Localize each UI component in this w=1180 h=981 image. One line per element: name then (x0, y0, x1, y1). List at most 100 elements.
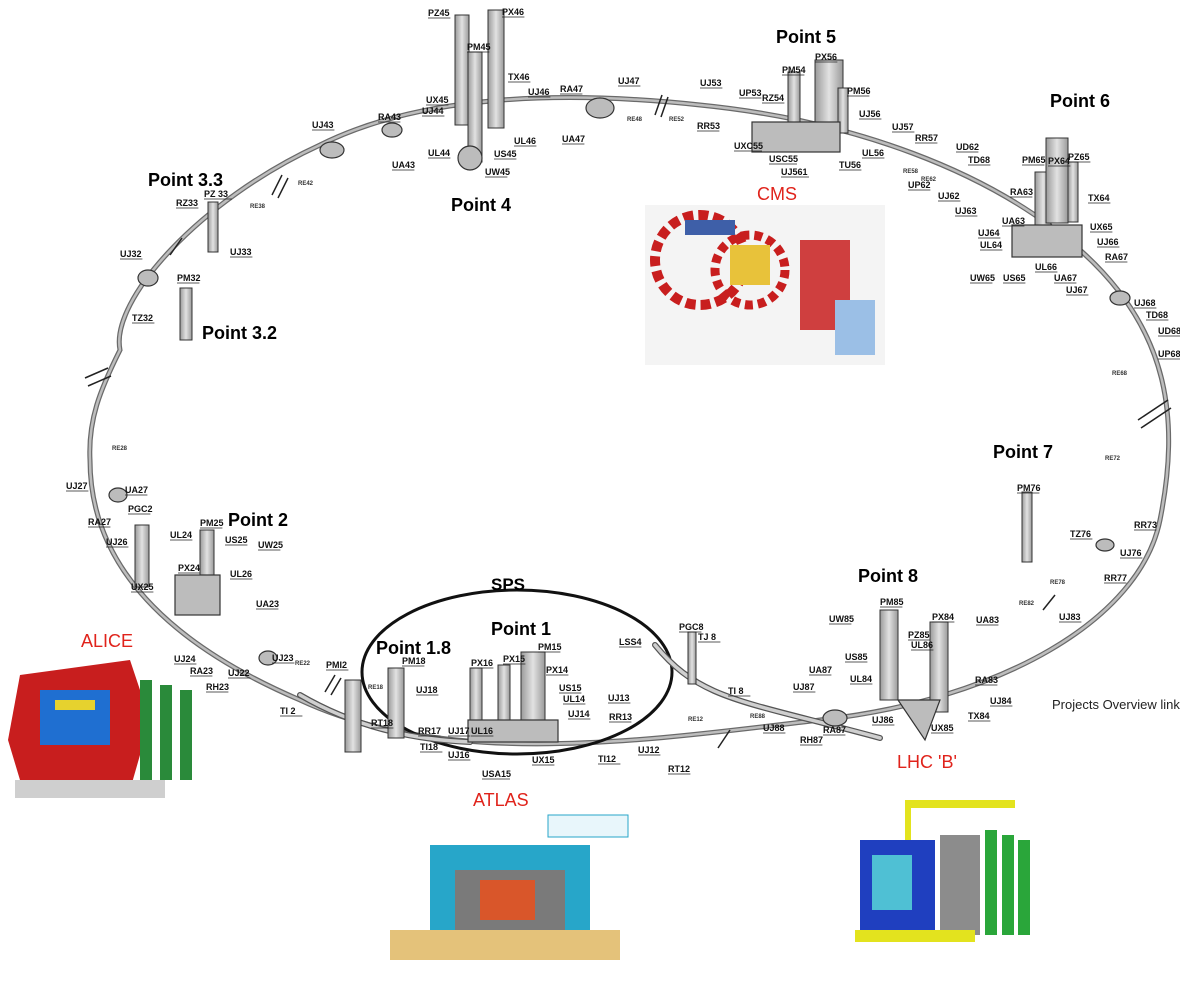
component-label-re78: RE78 (1050, 580, 1066, 586)
component-label-uj67: UJ67 (1066, 285, 1088, 295)
component-label-ul24: UL24 (170, 530, 192, 540)
point-3-2-label: Point 3.2 (202, 323, 277, 343)
component-label-uw65: UW65 (970, 273, 995, 283)
component-label-tj-8: TJ 8 (698, 632, 716, 642)
component-label-ua43: UA43 (392, 160, 415, 170)
component-label-ul64: UL64 (980, 240, 1002, 250)
component-label-re88: RE88 (750, 714, 766, 720)
point-4-label: Point 4 (451, 195, 511, 215)
projects-overview-link[interactable]: Projects Overview link (1052, 697, 1180, 712)
component-label-rz33: RZ33 (176, 198, 198, 208)
component-label-rr17: RR17 (418, 726, 441, 736)
component-label-uj561: UJ561 (781, 167, 808, 177)
component-label-uj26: UJ26 (106, 537, 128, 547)
component-label-px46: PX46 (502, 7, 524, 17)
component-label-uj84: UJ84 (990, 696, 1012, 706)
component-label-re58: RE58 (903, 169, 919, 175)
component-label-uj22: UJ22 (228, 668, 250, 678)
component-label-re38: RE38 (250, 204, 266, 210)
component-label-uj32: UJ32 (120, 249, 142, 259)
component-label-ti-2: TI 2 (280, 706, 296, 716)
component-label-lss4: LSS4 (619, 637, 642, 647)
component-label-up53: UP53 (739, 88, 762, 98)
component-label-rr53: RR53 (697, 121, 720, 131)
component-label-ua27: UA27 (125, 485, 148, 495)
lhcb-label: LHC 'B' (897, 752, 957, 772)
component-label-ra87: RA87 (823, 725, 846, 735)
component-label-usa15: USA15 (482, 769, 511, 779)
component-label-pz65: PZ65 (1068, 152, 1090, 162)
lhcb-detector-image (855, 800, 1030, 942)
component-label-tx64: TX64 (1088, 193, 1110, 203)
component-label-px24: PX24 (178, 563, 200, 573)
component-label-rh87: RH87 (800, 735, 823, 745)
component-label-re18: RE18 (368, 685, 384, 691)
component-label-pm65: PM65 (1022, 155, 1046, 165)
component-label-px15: PX15 (503, 654, 525, 664)
shafts (135, 10, 1078, 752)
component-label-uj23: UJ23 (272, 653, 294, 663)
component-label-pm45: PM45 (467, 42, 491, 52)
component-label-re12: RE12 (688, 717, 704, 723)
component-label-pz45: PZ45 (428, 8, 450, 18)
component-label-pm85: PM85 (880, 597, 904, 607)
component-label-ux25: UX25 (131, 582, 154, 592)
component-label-us45: US45 (494, 149, 517, 159)
component-label-ra43: RA43 (378, 112, 401, 122)
component-label-us85: US85 (845, 652, 868, 662)
component-label-ua23: UA23 (256, 599, 279, 609)
component-label-px14: PX14 (546, 665, 568, 675)
component-label-us15: US15 (559, 683, 582, 693)
component-labels: PZ45PX46PM45TX46UX45UJ44UL44UA43RA43UJ43… (66, 7, 1180, 779)
atlas-label: ATLAS (473, 790, 529, 810)
component-label-rz54: RZ54 (762, 93, 784, 103)
component-label-re48: RE48 (627, 117, 643, 123)
component-label-rt12: RT12 (668, 764, 690, 774)
component-label-px64: PX64 (1048, 156, 1070, 166)
component-label-px16: PX16 (471, 658, 493, 668)
component-label-pgc8: PGC8 (679, 622, 704, 632)
component-label-uj68: UJ68 (1134, 298, 1156, 308)
component-label-uj64: UJ64 (978, 228, 1000, 238)
component-label-ra23: RA23 (190, 666, 213, 676)
component-label-pz85: PZ85 (908, 630, 930, 640)
component-label-uw85: UW85 (829, 614, 854, 624)
point-1-label: Point 1 (491, 619, 551, 639)
component-label-rr13: RR13 (609, 712, 632, 722)
component-label-uw25: UW25 (258, 540, 283, 550)
component-label-uj87: UJ87 (793, 682, 815, 692)
component-label-uj66: UJ66 (1097, 237, 1119, 247)
component-label-uj13: UJ13 (608, 693, 630, 703)
component-label-uj16: UJ16 (448, 750, 470, 760)
component-label-ua47: UA47 (562, 134, 585, 144)
component-label-tz76: TZ76 (1070, 529, 1091, 539)
component-label-re42: RE42 (298, 181, 314, 187)
component-label-tx46: TX46 (508, 72, 530, 82)
component-label-pmi2: PMI2 (326, 660, 347, 670)
component-label-ul16: UL16 (471, 726, 493, 736)
component-label-pgc2: PGC2 (128, 504, 153, 514)
component-label-pz-33: PZ 33 (204, 189, 228, 199)
component-label-uj88: UJ88 (763, 723, 785, 733)
component-label-ua67: UA67 (1054, 273, 1077, 283)
component-label-ua83: UA83 (976, 615, 999, 625)
cms-label: CMS (757, 184, 797, 204)
component-label-re22: RE22 (295, 661, 311, 667)
component-label-td68: TD68 (1146, 310, 1168, 320)
component-label-re72: RE72 (1105, 456, 1121, 462)
alice-detector-image (8, 660, 192, 798)
component-label-pm32: PM32 (177, 273, 201, 283)
component-label-ti-8: TI 8 (728, 686, 744, 696)
component-label-uj18: UJ18 (416, 685, 438, 695)
component-label-tx84: TX84 (968, 711, 990, 721)
point-5-label: Point 5 (776, 27, 836, 47)
component-label-ul26: UL26 (230, 569, 252, 579)
component-label-ti18: TI18 (420, 742, 438, 752)
point-1-8-label: Point 1.8 (376, 638, 451, 658)
cms-detector-image (645, 205, 885, 365)
component-label-uj33: UJ33 (230, 247, 252, 257)
point-7-label: Point 7 (993, 442, 1053, 462)
component-label-uj44: UJ44 (422, 106, 444, 116)
component-label-px56: PX56 (815, 52, 837, 62)
